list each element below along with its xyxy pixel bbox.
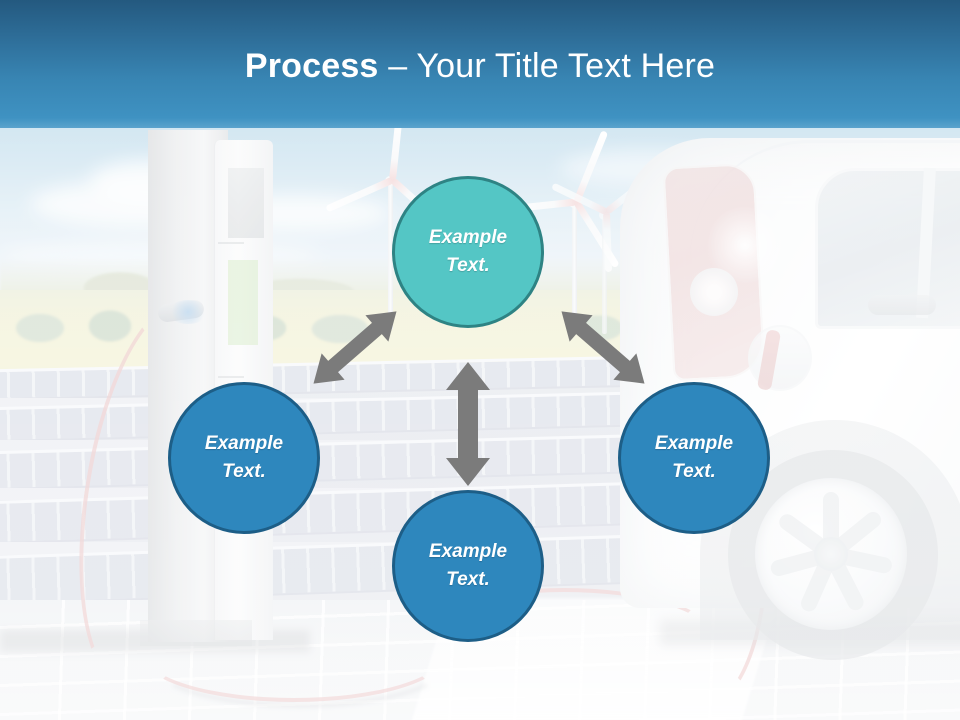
car-hubcap xyxy=(755,478,907,630)
connector-top-right-arrow xyxy=(548,300,658,395)
lens-flare xyxy=(700,200,790,290)
connector-top-bottom-arrow xyxy=(434,362,502,486)
connector-top-left-arrow xyxy=(300,300,410,395)
charging-pillar-slot xyxy=(218,242,244,244)
charging-pillar-indicator xyxy=(228,260,258,345)
charging-pillar-display xyxy=(228,168,264,238)
process-node-left[interactable]: Example Text. xyxy=(168,382,320,534)
process-node-top-line2: Text. xyxy=(446,255,490,276)
charging-cable xyxy=(140,604,448,702)
page-title-light: Your Title Text Here xyxy=(416,47,716,85)
page-title: Process – Your Title Text Here xyxy=(0,46,960,86)
process-node-right[interactable]: Example Text. xyxy=(618,382,770,534)
process-node-left-line1: Example xyxy=(204,433,284,454)
process-node-bottom-line2: Text. xyxy=(446,569,490,590)
process-node-left-line2: Text. xyxy=(222,461,266,482)
process-node-bottom-line1: Example xyxy=(428,541,508,562)
page-title-separator: – xyxy=(378,47,417,85)
page-title-bold: Process xyxy=(244,47,379,85)
process-node-top[interactable]: Example Text. xyxy=(392,176,544,328)
process-node-right-line1: Example xyxy=(654,433,734,454)
process-node-top-line1: Example xyxy=(428,227,508,248)
car-door-handle xyxy=(868,295,936,315)
slide-header: Process – Your Title Text Here xyxy=(0,0,960,128)
process-node-right-line2: Text. xyxy=(672,461,716,482)
process-node-bottom[interactable]: Example Text. xyxy=(392,490,544,642)
